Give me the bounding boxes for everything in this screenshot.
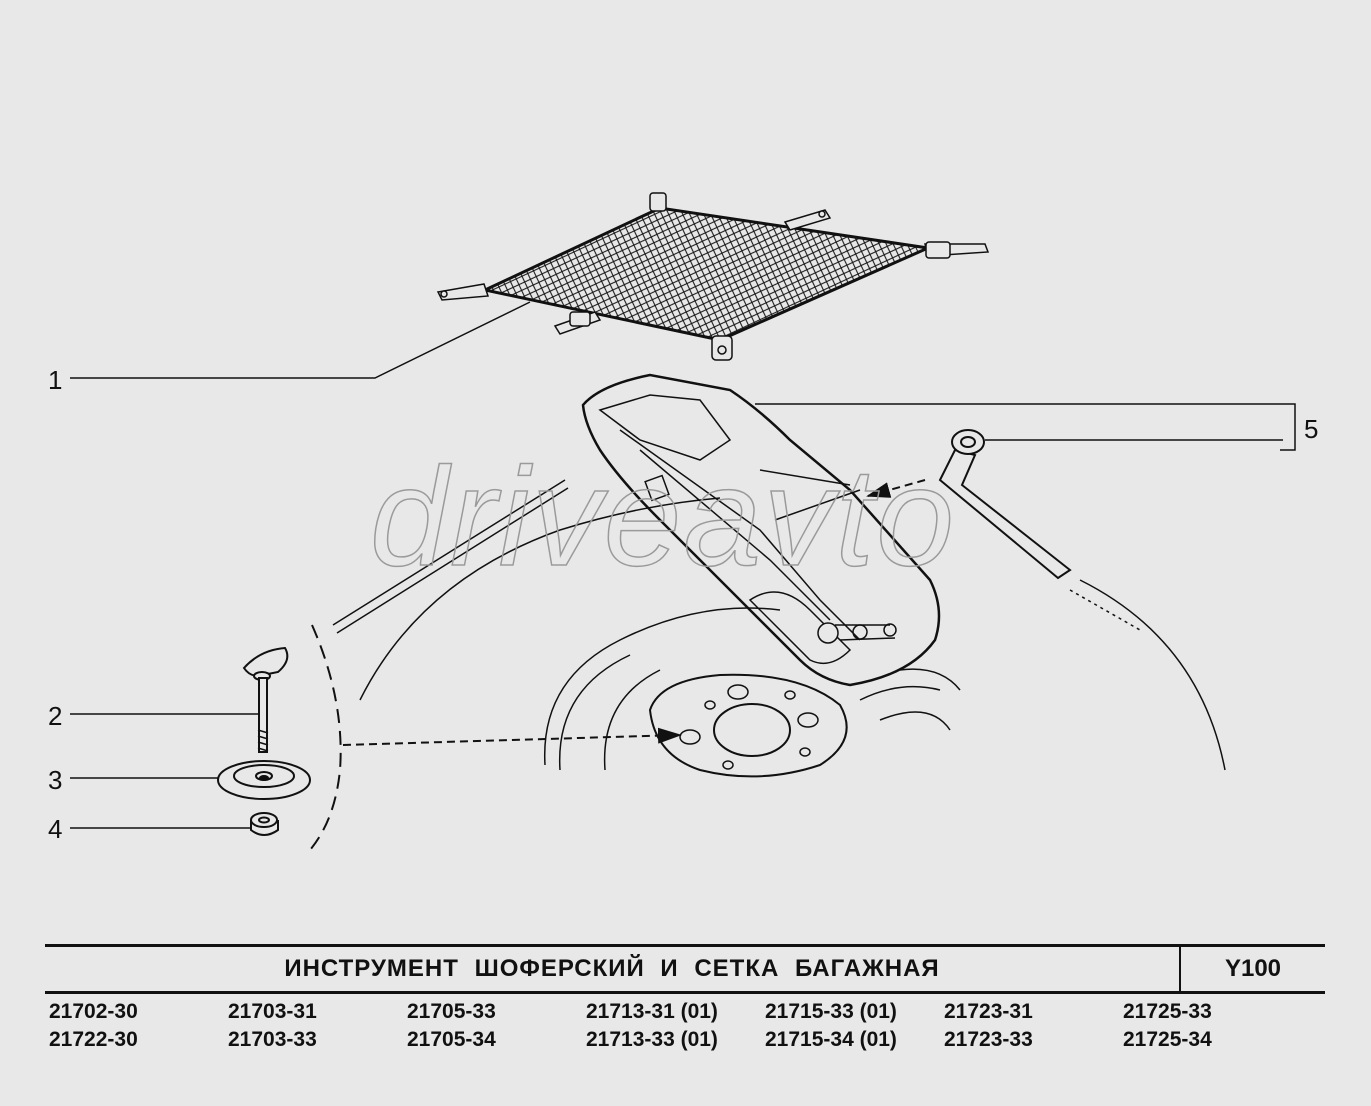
model-code: 21715-33 (01) (765, 1000, 897, 1023)
watermark: driveavto (370, 438, 956, 595)
model-column: 21725-33 21725-34 (1123, 998, 1298, 1054)
model-column: 21705-33 21705-34 (407, 998, 582, 1054)
diagram-code: Y100 (1224, 955, 1282, 982)
model-list: 21702-30 21722-30 21703-31 21703-33 2170… (49, 998, 1329, 1058)
model-code: 21723-33 (944, 1028, 1033, 1051)
spare-wheel (543, 607, 961, 778)
title-divider (1179, 947, 1181, 991)
model-column: 21715-33 (01) 21715-34 (01) (765, 998, 940, 1054)
diagram-title: ИНСТРУМЕНТ ШОФЕРСКИЙ И СЕТКА БАГАЖНАЯ (284, 955, 940, 982)
callout-2: 2 (48, 701, 63, 731)
model-column: 21723-31 21723-33 (944, 998, 1119, 1054)
model-code: 21713-33 (01) (586, 1028, 718, 1051)
model-code: 21723-31 (944, 1000, 1033, 1023)
model-code: 21715-34 (01) (765, 1028, 897, 1051)
model-code: 21703-31 (228, 1000, 317, 1023)
model-code: 21722-30 (49, 1028, 138, 1051)
model-code: 21705-34 (407, 1028, 496, 1051)
tool-bag (581, 373, 941, 687)
hold-down-screw (242, 646, 289, 753)
luggage-net (436, 192, 990, 361)
assembly-arrows (342, 479, 926, 746)
callout-1: 1 (48, 365, 63, 395)
model-code: 21703-33 (228, 1028, 317, 1051)
model-code: 21725-34 (1123, 1028, 1212, 1051)
leader-lines (70, 301, 1296, 829)
wheel-well (309, 479, 1226, 851)
model-column: 21702-30 21722-30 (49, 998, 224, 1054)
wheel-wrench (938, 429, 1072, 580)
model-column: 21713-31 (01) 21713-33 (01) (586, 998, 761, 1054)
model-code: 21725-33 (1123, 1000, 1212, 1023)
net-hooks (436, 192, 990, 361)
callout-4: 4 (48, 814, 63, 844)
clamp-disc (217, 760, 311, 800)
model-code: 21713-31 (01) (586, 1000, 718, 1023)
callout-5: 5 (1304, 414, 1319, 444)
model-column: 21703-31 21703-33 (228, 998, 403, 1054)
model-code: 21702-30 (49, 1000, 138, 1023)
title-block: ИНСТРУМЕНТ ШОФЕРСКИЙ И СЕТКА БАГАЖНАЯ Y1… (45, 944, 1325, 994)
callout-3: 3 (48, 765, 63, 795)
model-code: 21705-33 (407, 1000, 496, 1023)
washer (250, 812, 279, 836)
